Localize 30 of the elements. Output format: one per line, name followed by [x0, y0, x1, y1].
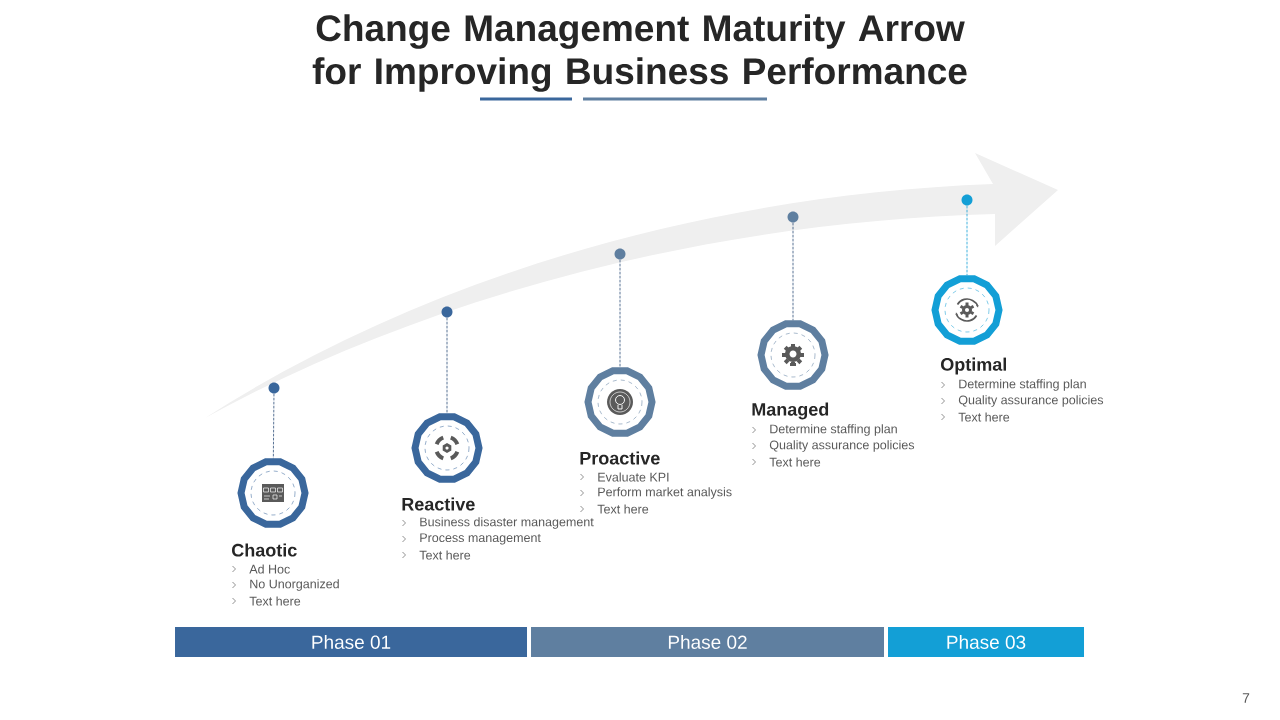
- leader-line: [792, 222, 794, 321]
- bullet-text: Text here: [769, 457, 821, 467]
- leader-line: [272, 393, 275, 459]
- phase-bar: Phase 02: [531, 627, 884, 657]
- title: Change Management Maturity Arrow for Improving Business Performance: [312, 14, 967, 92]
- stage-heading: Proactive: [580, 451, 660, 465]
- bullet-text: Text here: [597, 504, 649, 514]
- stage-heading: Managed: [752, 402, 829, 420]
- bullet-text: Text here: [249, 596, 301, 606]
- leader-line: [619, 259, 621, 368]
- stage-heading: Chaotic: [232, 543, 297, 557]
- bullet-text: Evaluate KPI: [598, 472, 669, 482]
- leader-line: [446, 317, 448, 414]
- bullet-text: Quality assurance policies: [769, 440, 915, 452]
- bullet-text: Text here: [419, 550, 471, 560]
- bullet-text: Quality assurance policies: [958, 395, 1104, 407]
- bullet-text: No Unorganized: [250, 579, 339, 591]
- stage-heading: Reactive: [402, 497, 475, 511]
- leader-line: [966, 205, 968, 276]
- bullet-text: Text here: [958, 412, 1010, 422]
- phase-bar: Phase 01: [175, 627, 527, 657]
- page-number: 7: [1242, 693, 1250, 703]
- bullet-text: Ad Hoc: [249, 564, 290, 574]
- bullet-text: Business disaster management: [420, 517, 594, 529]
- bullet-text: Determine staffing plan: [770, 424, 897, 436]
- stage-heading: Optimal: [941, 357, 1006, 375]
- bullet-text: Perform market analysis: [598, 487, 732, 499]
- bullet-text: Process management: [420, 533, 541, 545]
- bullet-text: Determine staffing plan: [959, 379, 1086, 391]
- phase-bar: Phase 03: [888, 627, 1084, 657]
